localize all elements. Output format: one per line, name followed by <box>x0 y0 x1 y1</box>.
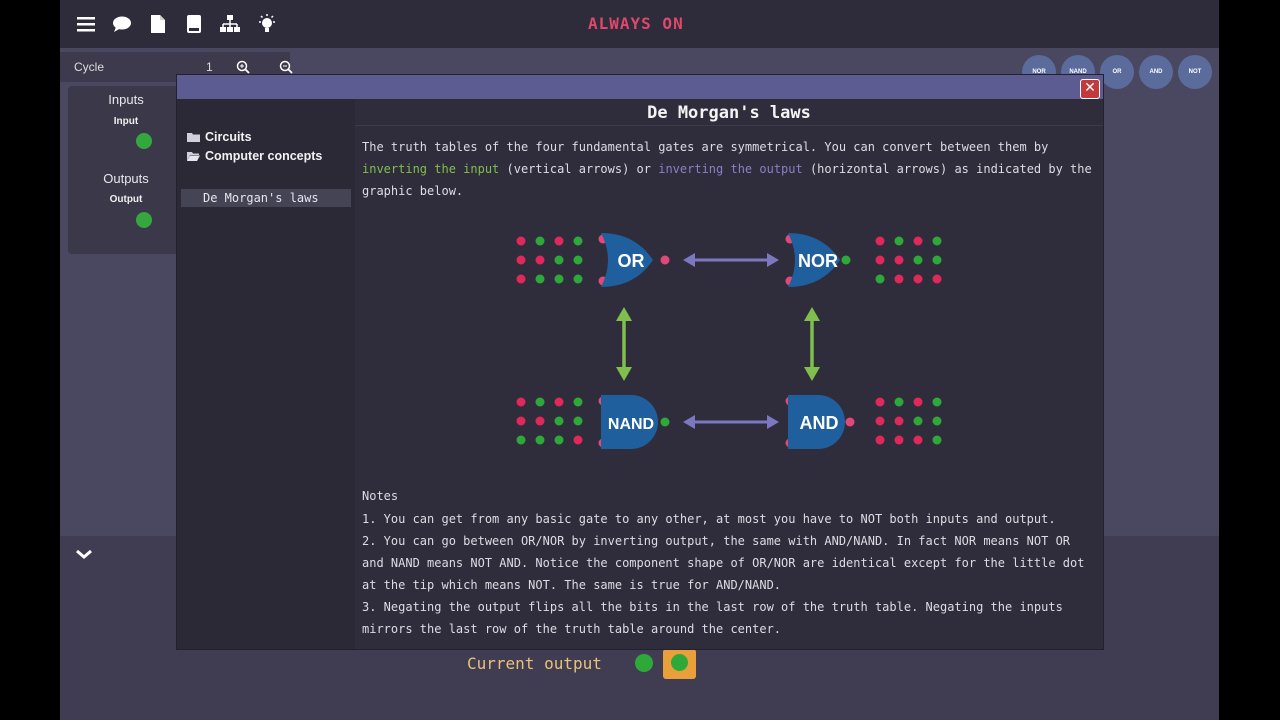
zoom-in-icon[interactable] <box>232 56 254 78</box>
intro-text-3: (horizontal arrows) as indicated by the … <box>362 162 1092 198</box>
gate-label-nand: NAND <box>608 416 654 433</box>
sidebar-selected-row <box>181 189 351 207</box>
arrow-vertical-left <box>616 307 632 381</box>
inputs-heading: Inputs <box>108 92 144 107</box>
output-pin <box>136 212 152 228</box>
or-gate: OR <box>598 233 670 287</box>
input-label: Input <box>113 116 139 127</box>
expected-output-dot <box>635 654 653 672</box>
arrow-horizontal-top <box>683 253 779 267</box>
level-title: ALWAYS ON <box>588 14 684 33</box>
zoom-out-icon[interactable] <box>275 56 297 78</box>
chat-icon[interactable] <box>110 12 134 36</box>
document-icon[interactable] <box>146 12 170 36</box>
nand-gate: NAND <box>598 395 670 449</box>
intro-text-1: The truth tables of the four fundamental… <box>362 140 1049 154</box>
sidebar-item-de-morgans-laws[interactable]: De Morgan's laws <box>203 191 319 205</box>
truth-table-and <box>875 397 942 445</box>
folder-circuits-label: Circuits <box>205 130 252 144</box>
arrow-vertical-right <box>804 307 820 381</box>
folder-circuits[interactable]: Circuits <box>187 130 252 144</box>
hierarchy-icon[interactable] <box>218 12 242 36</box>
truth-table-nor <box>875 236 942 284</box>
inverting-output-highlight: inverting the output <box>658 162 803 176</box>
de-morgan-diagram: OR NOR NAND AND <box>516 233 942 449</box>
gate-label-nor: NOR <box>798 251 838 271</box>
book-icon[interactable] <box>182 12 206 36</box>
note-3: 3. Negating the output flips all the bit… <box>362 600 1063 636</box>
inverting-input-highlight: inverting the input <box>362 162 500 176</box>
cycle-value: 1 <box>206 60 213 74</box>
folder-open-icon <box>187 150 200 161</box>
and-gate: AND <box>785 395 855 449</box>
current-output-label: Current output <box>467 654 602 673</box>
component-and-icon[interactable]: AND <box>1139 55 1173 89</box>
gate-label-or: OR <box>618 251 645 271</box>
nor-gate: NOR <box>785 233 851 287</box>
top-bar: ALWAYS ON <box>60 0 1219 48</box>
intro-text-2: (vertical arrows) or <box>499 162 659 176</box>
folder-computer-concepts[interactable]: Computer concepts <box>187 149 322 163</box>
arrow-horizontal-bottom <box>683 415 779 429</box>
folder-computer-concepts-label: Computer concepts <box>205 149 323 163</box>
intro-paragraph: The truth tables of the four fundamental… <box>362 136 1092 202</box>
chevron-down-icon[interactable] <box>74 544 94 564</box>
truth-table-or <box>516 236 583 284</box>
truth-table-nand <box>516 397 583 445</box>
gate-label-and: AND <box>800 413 839 433</box>
divider <box>355 125 1103 126</box>
current-output-dot <box>671 654 688 671</box>
current-output-box <box>663 649 696 679</box>
modal-header <box>177 75 1103 99</box>
help-modal: ✕ Circuits Computer concepts De Morgan's… <box>176 74 1104 650</box>
outputs-heading: Outputs <box>103 171 149 186</box>
help-content: De Morgan's laws The truth tables of the… <box>355 99 1103 649</box>
note-2: 2. You can go between OR/NOR by invertin… <box>362 534 1085 592</box>
cycle-label: Cycle <box>74 60 105 74</box>
folder-icon <box>187 131 200 142</box>
component-not-icon[interactable]: NOT <box>1178 55 1212 89</box>
output-label: Output <box>109 194 143 205</box>
help-sidebar: Circuits Computer concepts De Morgan's l… <box>177 99 355 649</box>
page-title: De Morgan's laws <box>647 103 811 123</box>
close-button[interactable]: ✕ <box>1080 79 1100 99</box>
component-or-icon[interactable]: OR <box>1100 55 1134 89</box>
io-panel: Inputs Input Outputs Output <box>68 86 184 254</box>
menu-icon[interactable] <box>74 12 98 36</box>
notes-heading: Notes <box>362 489 399 503</box>
input-pin[interactable] <box>136 133 152 149</box>
note-1: 1. You can get from any basic gate to an… <box>362 512 1056 526</box>
lightbulb-icon[interactable] <box>255 12 279 36</box>
